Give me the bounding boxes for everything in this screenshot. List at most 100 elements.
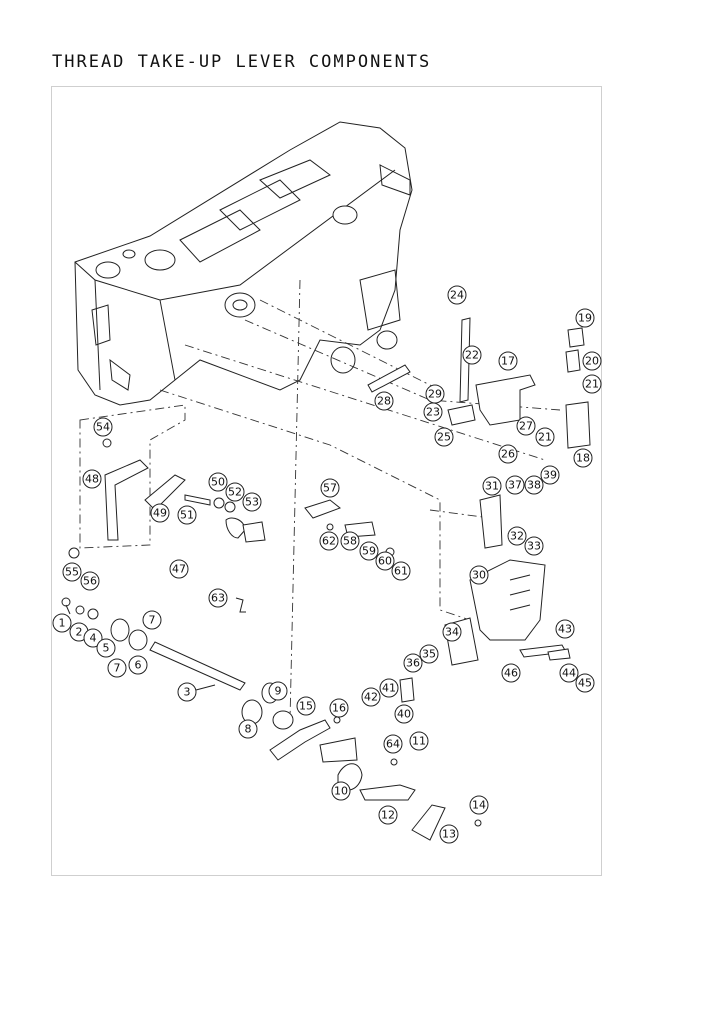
callout-number: 4 bbox=[90, 632, 97, 645]
callout-34: 34 bbox=[442, 622, 462, 642]
callout-number: 9 bbox=[275, 685, 282, 698]
callout-number: 41 bbox=[382, 682, 396, 695]
callout-14: 14 bbox=[469, 795, 489, 815]
callout-number: 55 bbox=[65, 566, 79, 579]
callout-37: 37 bbox=[505, 475, 525, 495]
callout-number: 12 bbox=[381, 809, 395, 822]
callout-number: 61 bbox=[394, 565, 408, 578]
callout-25: 25 bbox=[434, 427, 454, 447]
callout-number: 52 bbox=[228, 486, 242, 499]
callout-23: 23 bbox=[423, 402, 443, 422]
callout-43: 43 bbox=[555, 619, 575, 639]
callout-number: 42 bbox=[364, 691, 378, 704]
callout-number: 48 bbox=[85, 473, 99, 486]
callout-15: 15 bbox=[296, 696, 316, 716]
callout-number: 16 bbox=[332, 702, 346, 715]
callout-52: 52 bbox=[225, 482, 245, 502]
callout-41: 41 bbox=[379, 678, 399, 698]
callout-number: 6 bbox=[135, 659, 142, 672]
callout-26: 26 bbox=[498, 444, 518, 464]
diagram-frame bbox=[51, 86, 602, 876]
callout-50: 50 bbox=[208, 472, 228, 492]
callout-47: 47 bbox=[169, 559, 189, 579]
callout-number: 60 bbox=[378, 555, 392, 568]
callout-number: 56 bbox=[83, 575, 97, 588]
callout-number: 8 bbox=[245, 723, 252, 736]
callout-11: 11 bbox=[409, 731, 429, 751]
callout-36: 36 bbox=[403, 653, 423, 673]
callout-number: 17 bbox=[501, 355, 515, 368]
callout-number: 63 bbox=[211, 592, 225, 605]
callout-number: 47 bbox=[172, 563, 186, 576]
callout-number: 28 bbox=[377, 395, 391, 408]
callout-number: 10 bbox=[334, 785, 348, 798]
callout-63: 63 bbox=[208, 588, 228, 608]
callout-21b: 21 bbox=[535, 427, 555, 447]
callout-number: 32 bbox=[510, 530, 524, 543]
callout-number: 44 bbox=[562, 667, 576, 680]
callout-49: 49 bbox=[150, 503, 170, 523]
callout-55: 55 bbox=[62, 562, 82, 582]
callout-number: 35 bbox=[422, 648, 436, 661]
callout-51: 51 bbox=[177, 505, 197, 525]
callout-number: 25 bbox=[437, 431, 451, 444]
callout-number: 62 bbox=[322, 535, 336, 548]
callout-62: 62 bbox=[319, 531, 339, 551]
callout-number: 13 bbox=[442, 828, 456, 841]
callout-number: 50 bbox=[211, 476, 225, 489]
callout-24: 24 bbox=[447, 285, 467, 305]
callout-number: 18 bbox=[576, 452, 590, 465]
callout-57: 57 bbox=[320, 478, 340, 498]
callout-64: 64 bbox=[383, 734, 403, 754]
page-title: THREAD TAKE-UP LEVER COMPONENTS bbox=[52, 52, 432, 72]
callout-31: 31 bbox=[482, 476, 502, 496]
callout-number: 38 bbox=[527, 479, 541, 492]
callout-56: 56 bbox=[80, 571, 100, 591]
callout-number: 24 bbox=[450, 289, 464, 302]
callout-2: 2 bbox=[69, 622, 89, 642]
callout-7a: 7 bbox=[142, 610, 162, 630]
callout-number: 14 bbox=[472, 799, 486, 812]
callout-number: 36 bbox=[406, 657, 420, 670]
callout-group: 1 2 3 4 5 6 7 7 8 9 10 11 12 13 14 15 16… bbox=[52, 285, 602, 844]
callout-61: 61 bbox=[391, 561, 411, 581]
callout-8: 8 bbox=[238, 719, 258, 739]
callout-6: 6 bbox=[128, 655, 148, 675]
callout-53: 53 bbox=[242, 492, 262, 512]
callout-number: 19 bbox=[578, 312, 592, 325]
callout-number: 22 bbox=[465, 349, 479, 362]
callout-number: 51 bbox=[180, 509, 194, 522]
callout-29: 29 bbox=[425, 384, 445, 404]
callout-60: 60 bbox=[375, 551, 395, 571]
callout-number: 53 bbox=[245, 496, 259, 509]
callout-number: 21 bbox=[585, 378, 599, 391]
callout-28: 28 bbox=[374, 391, 394, 411]
callout-38: 38 bbox=[524, 475, 544, 495]
callout-22: 22 bbox=[462, 345, 482, 365]
callout-18: 18 bbox=[573, 448, 593, 468]
callout-3: 3 bbox=[177, 682, 216, 702]
callout-number: 40 bbox=[397, 708, 411, 721]
callout-number: 33 bbox=[527, 540, 541, 553]
callout-44: 44 bbox=[559, 663, 579, 683]
callout-number: 3 bbox=[184, 686, 191, 699]
callout-45: 45 bbox=[575, 673, 595, 693]
callout-number: 58 bbox=[343, 535, 357, 548]
callout-number: 31 bbox=[485, 480, 499, 493]
callout-35: 35 bbox=[419, 644, 439, 664]
callout-21a: 21 bbox=[582, 374, 602, 394]
callout-number: 59 bbox=[362, 545, 376, 558]
callout-number: 20 bbox=[585, 355, 599, 368]
callout-48: 48 bbox=[82, 469, 102, 489]
callout-1: 1 bbox=[52, 604, 72, 633]
callout-number: 45 bbox=[578, 677, 592, 690]
callout-number: 64 bbox=[386, 738, 400, 751]
callout-19: 19 bbox=[575, 308, 595, 328]
callout-number: 46 bbox=[504, 667, 518, 680]
callout-40: 40 bbox=[394, 704, 414, 724]
callout-number: 26 bbox=[501, 448, 515, 461]
callout-13: 13 bbox=[439, 824, 459, 844]
callout-9: 9 bbox=[268, 681, 288, 701]
machine-arm-casting bbox=[74, 121, 413, 406]
callout-number: 37 bbox=[508, 479, 522, 492]
